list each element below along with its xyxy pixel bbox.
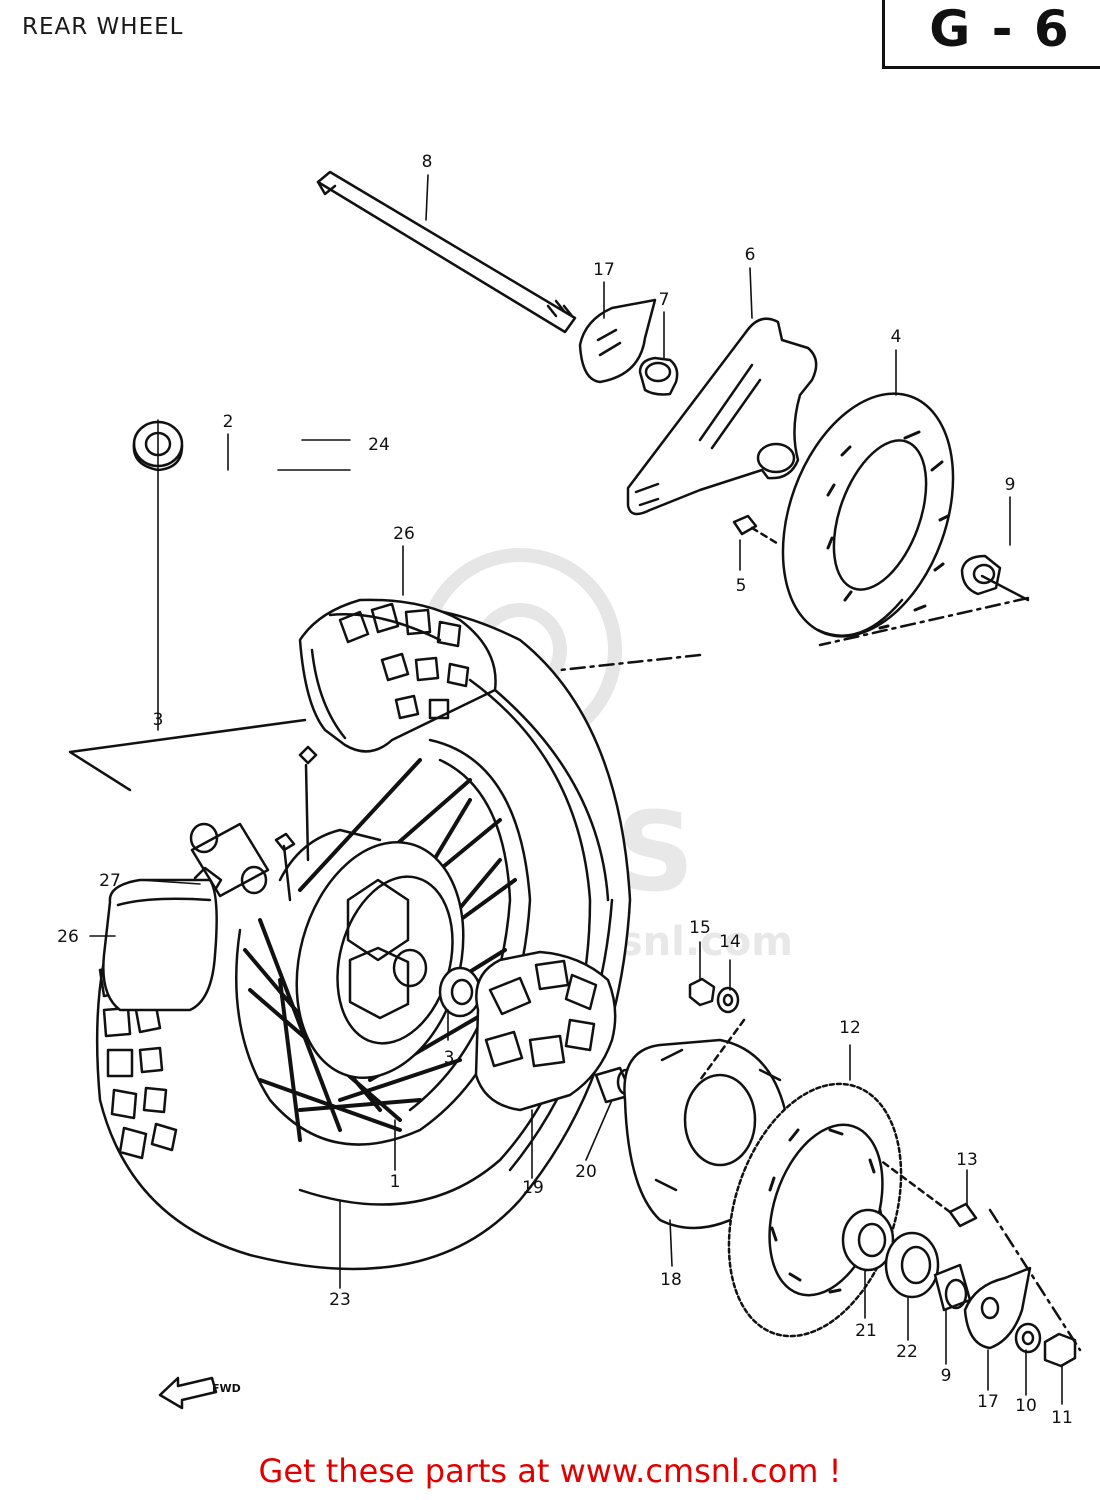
callout-2: 2	[222, 412, 234, 432]
axle-part	[316, 170, 577, 334]
callout-27: 26	[57, 927, 79, 947]
callout-9: 9	[1004, 475, 1016, 495]
section-code-box: G - 6	[882, 0, 1100, 69]
washer-part	[1014, 1322, 1042, 1354]
rear-sprocket-part	[727, 1082, 903, 1338]
callout-4: 4	[890, 327, 902, 347]
rim-band-part	[102, 866, 223, 1012]
callout-20: 19	[522, 1178, 544, 1198]
brake-disc-part	[781, 392, 955, 638]
oil-seal-part	[884, 1231, 940, 1299]
callout-5: 5	[735, 576, 747, 596]
callout-16: 15	[689, 918, 711, 938]
stud-washer-part	[716, 986, 740, 1014]
callout-21: 20	[575, 1162, 597, 1182]
callout-6: 6	[744, 245, 756, 265]
callout-3-left: 3	[152, 710, 164, 730]
callout-15: 14	[719, 932, 741, 952]
bearing-right-part	[438, 966, 482, 1018]
axle-nut-left-part	[1043, 1332, 1077, 1368]
callout-8: 8	[421, 152, 433, 172]
adjuster-plate-left	[578, 298, 657, 384]
forward-label: FWD	[212, 1382, 241, 1395]
callout-1: 1	[389, 1172, 401, 1192]
callout-11: 10	[1015, 1396, 1037, 1416]
spacer-right-part	[933, 1263, 972, 1312]
callout-19: 18	[660, 1270, 682, 1290]
sprocket-bearing-part	[841, 1208, 895, 1272]
callout-12: 11	[1051, 1408, 1073, 1428]
callout-7: 7	[658, 290, 670, 310]
rim-band-bolts-part	[274, 745, 318, 902]
page-title: REAR WHEEL	[22, 14, 184, 40]
callout-23: 22	[896, 1342, 918, 1362]
callout-14: 13	[956, 1150, 978, 1170]
sprocket-bolt-part	[878, 1158, 978, 1228]
callout-13: 12	[839, 1018, 861, 1038]
caliper-bracket-part	[626, 317, 818, 516]
disc-bolt-part	[732, 514, 782, 547]
forward-arrow-icon	[158, 1376, 218, 1410]
spacer-part	[638, 356, 679, 396]
hub-part	[278, 828, 465, 1079]
callout-10: 9	[940, 1366, 952, 1386]
cush-drive-damper-part	[474, 950, 617, 1112]
callout-22: 21	[855, 1321, 877, 1341]
callout-28: 27	[99, 871, 121, 891]
adjuster-plate-right-part	[963, 1266, 1032, 1350]
axle-nut-right-part	[960, 554, 1002, 596]
callout-24: 23	[329, 1290, 351, 1310]
section-code: G - 6	[929, 0, 1071, 58]
stud-nut-part	[688, 977, 716, 1007]
callout-18: 17	[977, 1392, 999, 1412]
footer-link[interactable]: Get these parts at www.cmsnl.com !	[258, 1452, 842, 1490]
callout-25: 24	[368, 435, 390, 455]
callout-17: 17	[593, 260, 615, 280]
callout-26: 26	[393, 524, 415, 544]
callout-3-right: 3	[443, 1048, 455, 1068]
